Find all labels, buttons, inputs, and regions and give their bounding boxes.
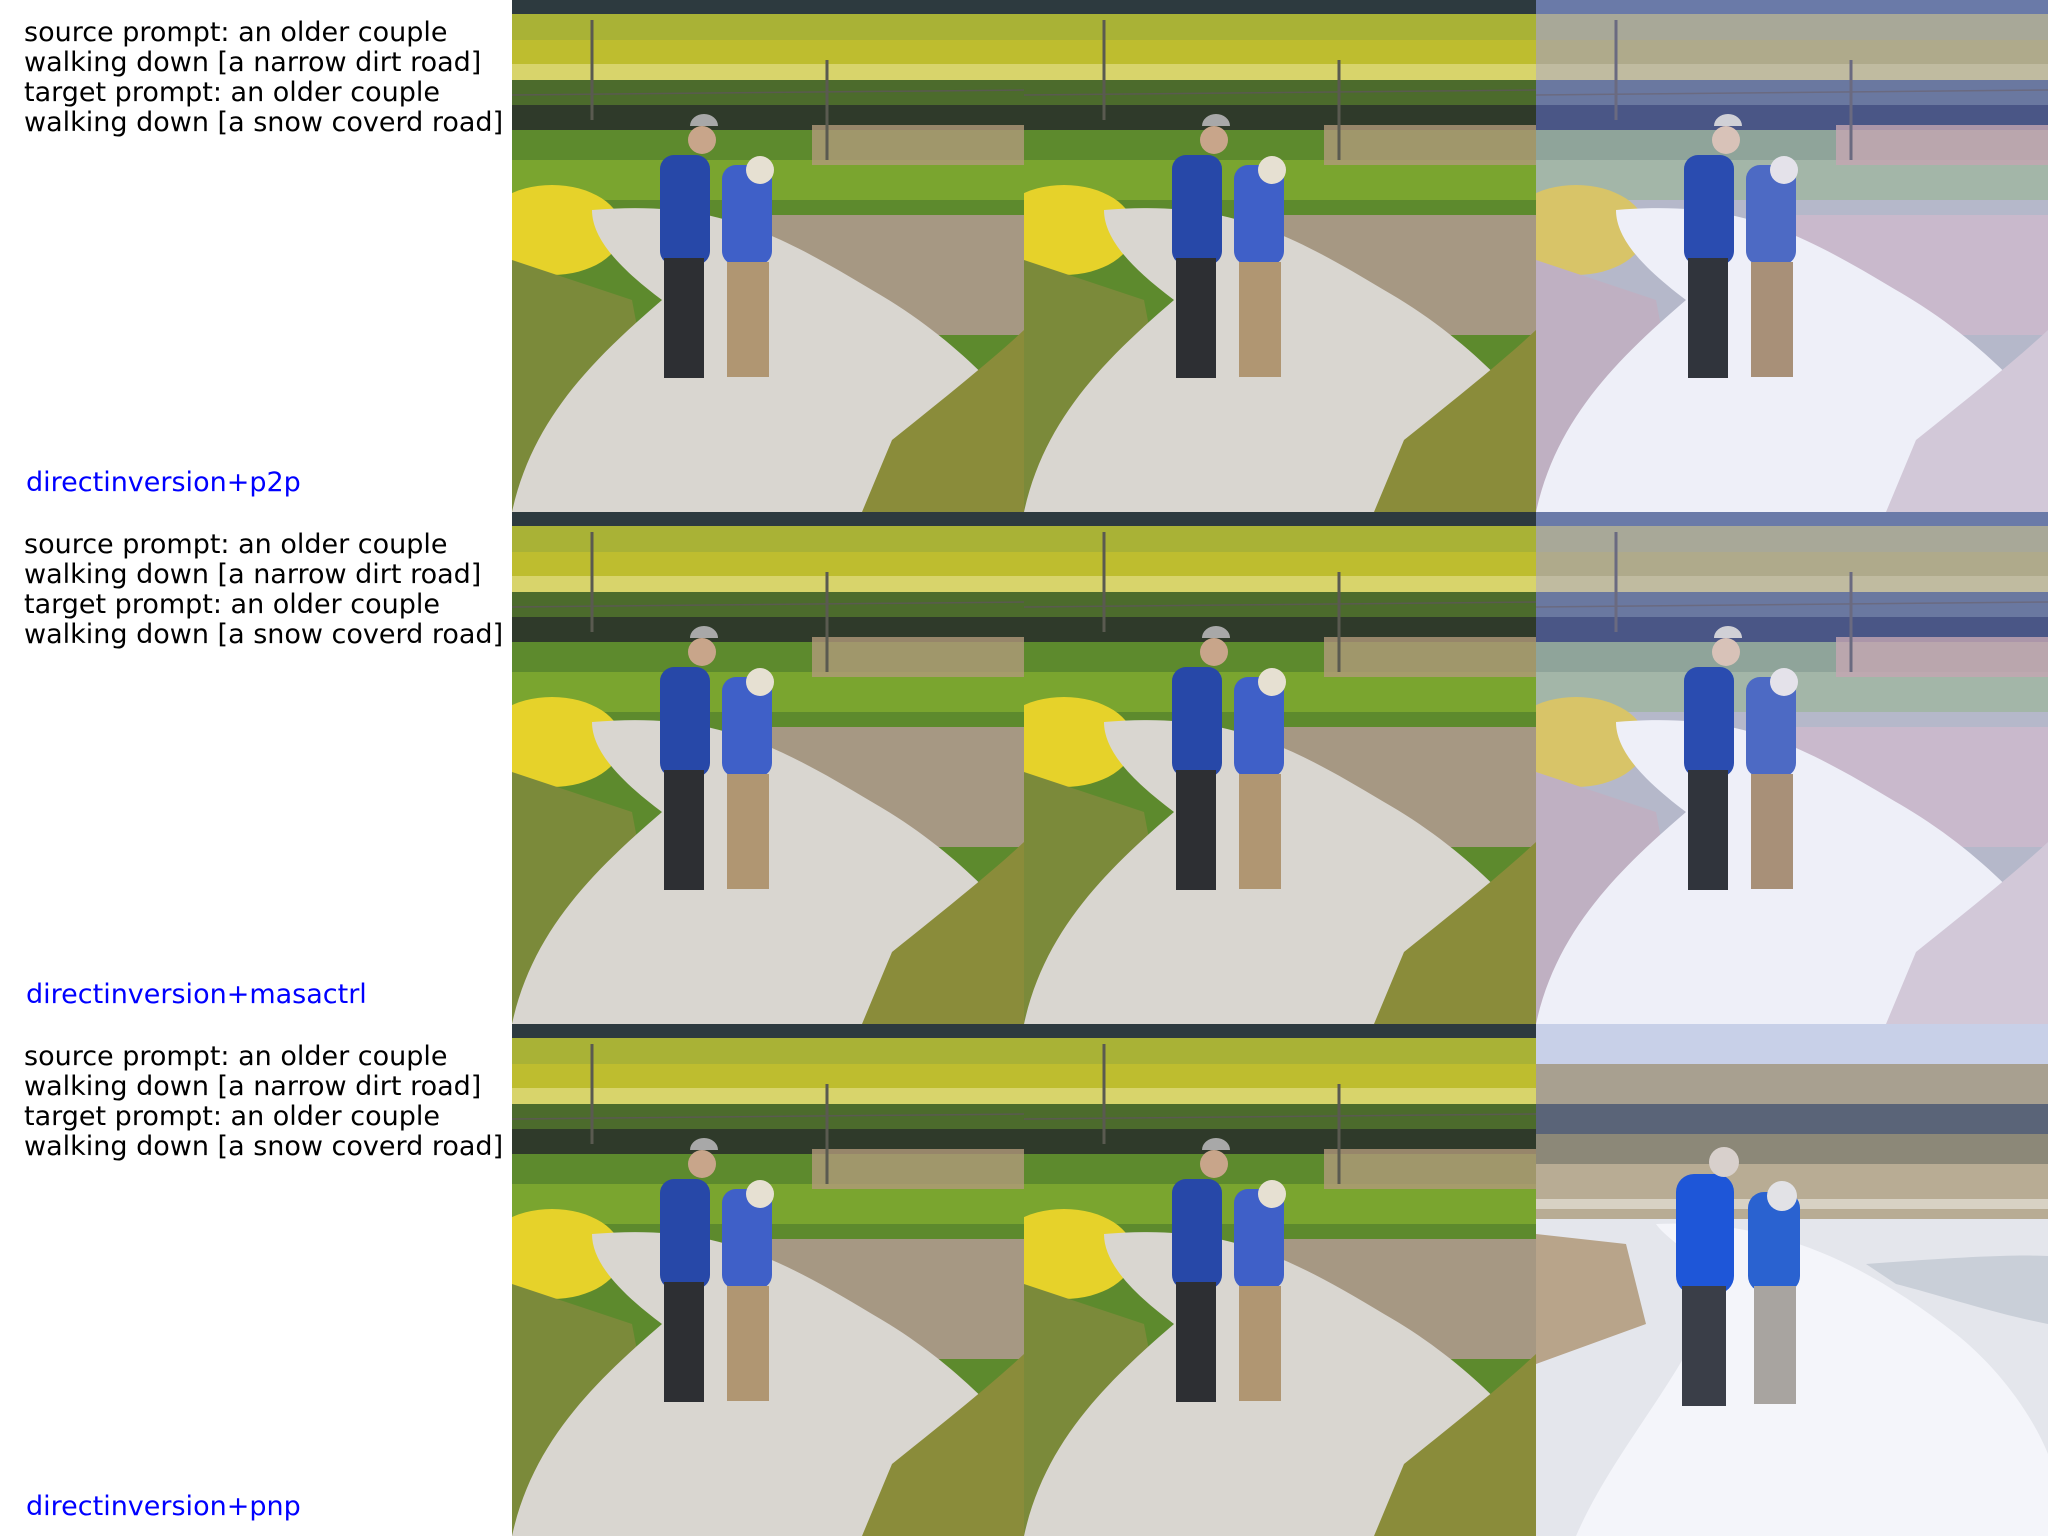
- prompt-text: source prompt: an older couple walking d…: [24, 529, 504, 650]
- source-image: [512, 0, 1024, 512]
- source-image-graphic: [512, 0, 1024, 512]
- edited-image-graphic: [1536, 512, 2048, 1024]
- row-label-panel: source prompt: an older couple walking d…: [0, 0, 512, 512]
- row-label-panel: source prompt: an older couple walking d…: [0, 512, 512, 1024]
- method-label: directinversion+p2p: [26, 467, 301, 498]
- method-label: directinversion+pnp: [26, 1491, 301, 1522]
- edited-image: [1536, 1024, 2048, 1536]
- row-label-panel: source prompt: an older couple walking d…: [0, 1024, 512, 1536]
- result-row-pnp: source prompt: an older couple walking d…: [0, 1024, 2048, 1536]
- reconstruction-image-graphic: [1024, 0, 1536, 512]
- reconstruction-image: [1024, 512, 1536, 1024]
- result-row-masactrl: source prompt: an older couple walking d…: [0, 512, 2048, 1024]
- source-image: [512, 1024, 1024, 1536]
- source-image-graphic: [512, 1024, 1024, 1536]
- prompt-text: source prompt: an older couple walking d…: [24, 1041, 504, 1162]
- prompt-text: source prompt: an older couple walking d…: [24, 17, 504, 138]
- reconstruction-image: [1024, 1024, 1536, 1536]
- reconstruction-image-graphic: [1024, 512, 1536, 1024]
- edited-image: [1536, 512, 2048, 1024]
- reconstruction-image-graphic: [1024, 1024, 1536, 1536]
- method-label: directinversion+masactrl: [26, 979, 367, 1010]
- edited-image-graphic: [1536, 0, 2048, 512]
- reconstruction-image: [1024, 0, 1536, 512]
- source-image: [512, 512, 1024, 1024]
- source-image-graphic: [512, 512, 1024, 1024]
- edited-image-graphic: [1536, 1024, 2048, 1536]
- result-row-p2p: source prompt: an older couple walking d…: [0, 0, 2048, 512]
- edited-image: [1536, 0, 2048, 512]
